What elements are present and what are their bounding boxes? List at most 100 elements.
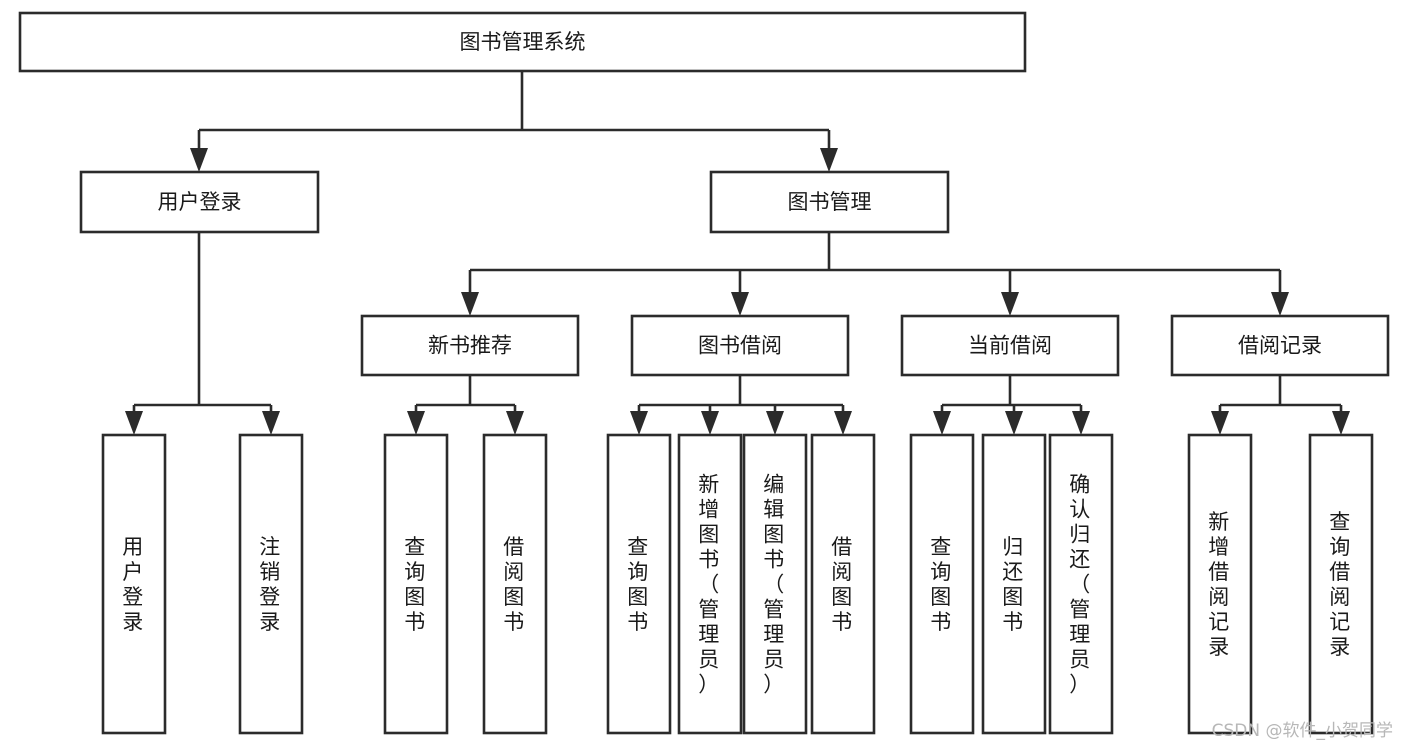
node-label-current-borrow: 当前借阅 (968, 334, 1052, 358)
node-box-borrow-record[interactable] (1170, 314, 1390, 377)
node-borrow-record[interactable]: 借阅记录 (1170, 314, 1390, 377)
book-manage-branch-arrow-0 (461, 292, 479, 316)
node-label-leaf-query-book-rec-char-1: 询 (404, 560, 428, 584)
node-label-leaf-add-book-admin-char-7: 员 (698, 648, 722, 672)
node-label-leaf-query-book-borrow-char-2: 图 (627, 585, 651, 609)
node-box-user-login[interactable] (79, 170, 320, 234)
node-label-leaf-add-borrow-record-char-0: 新 (1208, 510, 1232, 534)
node-box-leaf-borrow-book[interactable] (810, 433, 876, 735)
node-label-leaf-edit-book-admin-char-1: 辑 (763, 498, 787, 522)
node-label-leaf-add-book-admin-char-4: （ (698, 573, 722, 597)
node-label-leaf-add-book-admin-char-8: ） (698, 673, 722, 697)
node-label-leaf-user-login-char-1: 户 (122, 560, 146, 584)
node-box-leaf-query-book-borrow[interactable] (606, 433, 672, 735)
node-box-new-book-rec[interactable] (360, 314, 580, 377)
node-leaf-user-login[interactable]: 用户登录 (101, 433, 167, 735)
node-label-leaf-query-book-rec-char-3: 书 (404, 610, 428, 634)
node-label-leaf-add-borrow-record-char-3: 阅 (1208, 585, 1232, 609)
node-label-leaf-borrow-book-rec-char-0: 借 (503, 535, 527, 559)
node-box-leaf-query-book-rec[interactable] (383, 433, 449, 735)
node-box-leaf-confirm-return-admin[interactable] (1048, 433, 1114, 735)
node-label-book-borrow: 图书借阅 (698, 334, 782, 358)
borrow-record-leaf-arrow-1 (1332, 411, 1350, 435)
node-label-leaf-return-book-char-3: 书 (1002, 610, 1026, 634)
book-borrow-leaf-arrow-3 (834, 411, 852, 435)
book-manage-branch-arrow-2 (1001, 292, 1019, 316)
node-box-root[interactable] (18, 11, 1027, 73)
node-label-new-book-rec: 新书推荐 (428, 334, 512, 358)
node-label-leaf-query-borrow-record-char-1: 询 (1329, 535, 1353, 559)
new-book-rec-leaf-arrow-0 (407, 411, 425, 435)
node-label-leaf-confirm-return-admin-char-2: 归 (1069, 523, 1093, 547)
node-box-book-manage[interactable] (709, 170, 950, 234)
book-borrow-leaf-arrow-1 (701, 411, 719, 435)
node-box-current-borrow[interactable] (900, 314, 1120, 377)
node-label-leaf-query-book-borrow-char-1: 询 (627, 560, 651, 584)
node-user-login[interactable]: 用户登录 (79, 170, 320, 234)
node-box-leaf-query-book-current[interactable] (909, 433, 975, 735)
node-box-leaf-return-book[interactable] (981, 433, 1047, 735)
node-label-leaf-confirm-return-admin-char-6: 理 (1069, 623, 1093, 647)
node-box-leaf-query-borrow-record[interactable] (1308, 433, 1374, 735)
node-label-leaf-query-book-borrow-char-0: 查 (627, 535, 651, 559)
node-label-leaf-query-book-rec-char-2: 图 (404, 585, 428, 609)
node-label-leaf-query-borrow-record-char-3: 阅 (1329, 585, 1353, 609)
node-box-leaf-user-login[interactable] (101, 433, 167, 735)
node-label-root: 图书管理系统 (460, 30, 586, 54)
node-label-leaf-edit-book-admin-char-2: 图 (763, 523, 787, 547)
node-current-borrow[interactable]: 当前借阅 (900, 314, 1120, 377)
node-label-leaf-user-logout-char-2: 登 (259, 585, 283, 609)
node-label-leaf-borrow-book-rec-char-1: 阅 (503, 560, 527, 584)
node-book-borrow[interactable]: 图书借阅 (630, 314, 850, 377)
node-label-leaf-borrow-book-rec-char-2: 图 (503, 585, 527, 609)
connectors-layer (125, 71, 1350, 435)
node-box-leaf-edit-book-admin[interactable] (742, 433, 808, 735)
node-label-user-login: 用户登录 (158, 190, 242, 214)
user-login-leaf-arrow-1 (262, 411, 280, 435)
node-label-leaf-user-logout-char-0: 注 (259, 535, 283, 559)
node-box-leaf-add-borrow-record[interactable] (1187, 433, 1253, 735)
node-label-leaf-borrow-book-char-1: 阅 (831, 560, 855, 584)
node-box-leaf-borrow-book-rec[interactable] (482, 433, 548, 735)
node-book-manage[interactable]: 图书管理 (709, 170, 950, 234)
node-label-leaf-edit-book-admin-char-6: 理 (763, 623, 787, 647)
new-book-rec-leaf-arrow-1 (506, 411, 524, 435)
node-box-leaf-user-logout[interactable] (238, 433, 304, 735)
current-borrow-leaf-arrow-0 (933, 411, 951, 435)
node-root[interactable]: 图书管理系统 (18, 11, 1027, 73)
root-branch-arrow-1 (820, 148, 838, 172)
node-new-book-rec[interactable]: 新书推荐 (360, 314, 580, 377)
node-box-leaf-add-book-admin[interactable] (677, 433, 743, 735)
node-box-book-borrow[interactable] (630, 314, 850, 377)
nodes-layer: 图书管理系统用户登录图书管理新书推荐图书借阅当前借阅借阅记录用户登录注销登录查询… (18, 11, 1390, 735)
node-label-leaf-confirm-return-admin-char-5: 管 (1069, 598, 1093, 622)
node-label-leaf-query-book-current-char-3: 书 (930, 610, 954, 634)
node-label-leaf-confirm-return-admin-char-3: 还 (1069, 548, 1093, 572)
node-label-leaf-add-book-admin-char-0: 新 (698, 473, 722, 497)
node-label-leaf-query-book-current-char-2: 图 (930, 585, 954, 609)
node-label-leaf-confirm-return-admin-char-7: 员 (1069, 648, 1093, 672)
node-label-leaf-edit-book-admin-char-7: 员 (763, 648, 787, 672)
node-label-leaf-user-login-char-3: 录 (122, 610, 146, 634)
book-borrow-leaf-arrow-0 (630, 411, 648, 435)
node-label-leaf-add-book-admin-char-3: 书 (698, 548, 722, 572)
node-label-leaf-confirm-return-admin-char-8: ） (1069, 673, 1093, 697)
node-label-leaf-borrow-book-rec-char-3: 书 (503, 610, 527, 634)
user-login-leaf-arrow-0 (125, 411, 143, 435)
node-label-leaf-borrow-book-char-2: 图 (831, 585, 855, 609)
node-label-leaf-query-borrow-record-char-2: 借 (1329, 560, 1353, 584)
